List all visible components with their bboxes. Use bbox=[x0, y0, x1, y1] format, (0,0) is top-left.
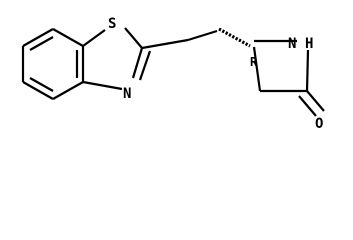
carbonyl-oxygen-label: O bbox=[315, 116, 323, 132]
stereo-descriptor-label: R bbox=[250, 55, 258, 69]
side-chain bbox=[141, 29, 218, 50]
hashed-wedge-bond bbox=[218, 27, 251, 48]
thiazole-nitrogen-label: N bbox=[123, 86, 131, 102]
thiazole-ring bbox=[82, 27, 152, 91]
azetidinone-nitrogen-label: N bbox=[288, 36, 296, 52]
structure-diagram: S N N H O R bbox=[21, 16, 325, 132]
sulfur-atom-label: S bbox=[108, 16, 116, 32]
azetidinone-ring bbox=[218, 27, 325, 117]
hydrogen-atom-label: H bbox=[305, 36, 313, 52]
benzene-ring bbox=[21, 28, 85, 100]
